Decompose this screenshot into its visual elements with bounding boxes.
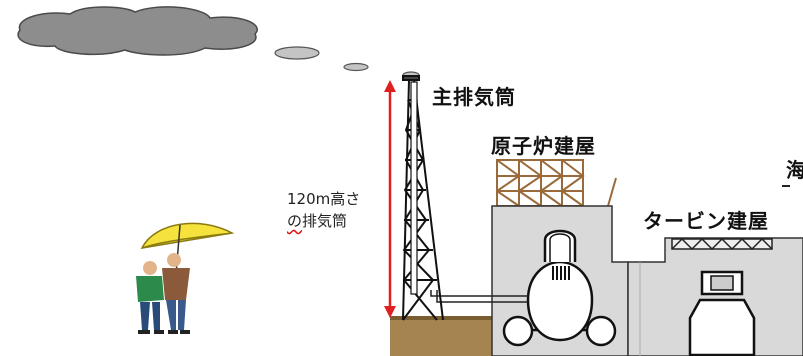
reactor-building-label: 原子炉建屋 xyxy=(491,134,596,158)
stack-height-line2: の排気筒 xyxy=(287,210,360,232)
exhaust-stack-tower xyxy=(402,75,444,321)
stack-height-line2-b: 排気筒 xyxy=(302,212,348,230)
sea-label: 海 xyxy=(786,158,803,182)
crane-truss xyxy=(671,237,773,251)
reactor-roof-frame xyxy=(496,159,617,207)
family-with-umbrella-illustration xyxy=(136,222,235,334)
main-stack-label: 主排気筒 xyxy=(432,85,516,109)
turbine-building-label: タービン建屋 xyxy=(643,209,769,233)
stack-height-arrow xyxy=(384,80,396,318)
stack-height-line1: 120m高さ xyxy=(287,190,361,208)
reactor-core xyxy=(552,266,570,280)
exhaust-pipe xyxy=(430,290,528,303)
turbine-building xyxy=(627,237,803,356)
reactor-containment xyxy=(502,229,617,347)
stack-height-line2-a: の xyxy=(287,212,303,230)
exhaust-cloud xyxy=(17,6,420,79)
stack-height-label: 120m高さ の排気筒 xyxy=(287,188,360,232)
turbine-generator xyxy=(688,270,756,356)
